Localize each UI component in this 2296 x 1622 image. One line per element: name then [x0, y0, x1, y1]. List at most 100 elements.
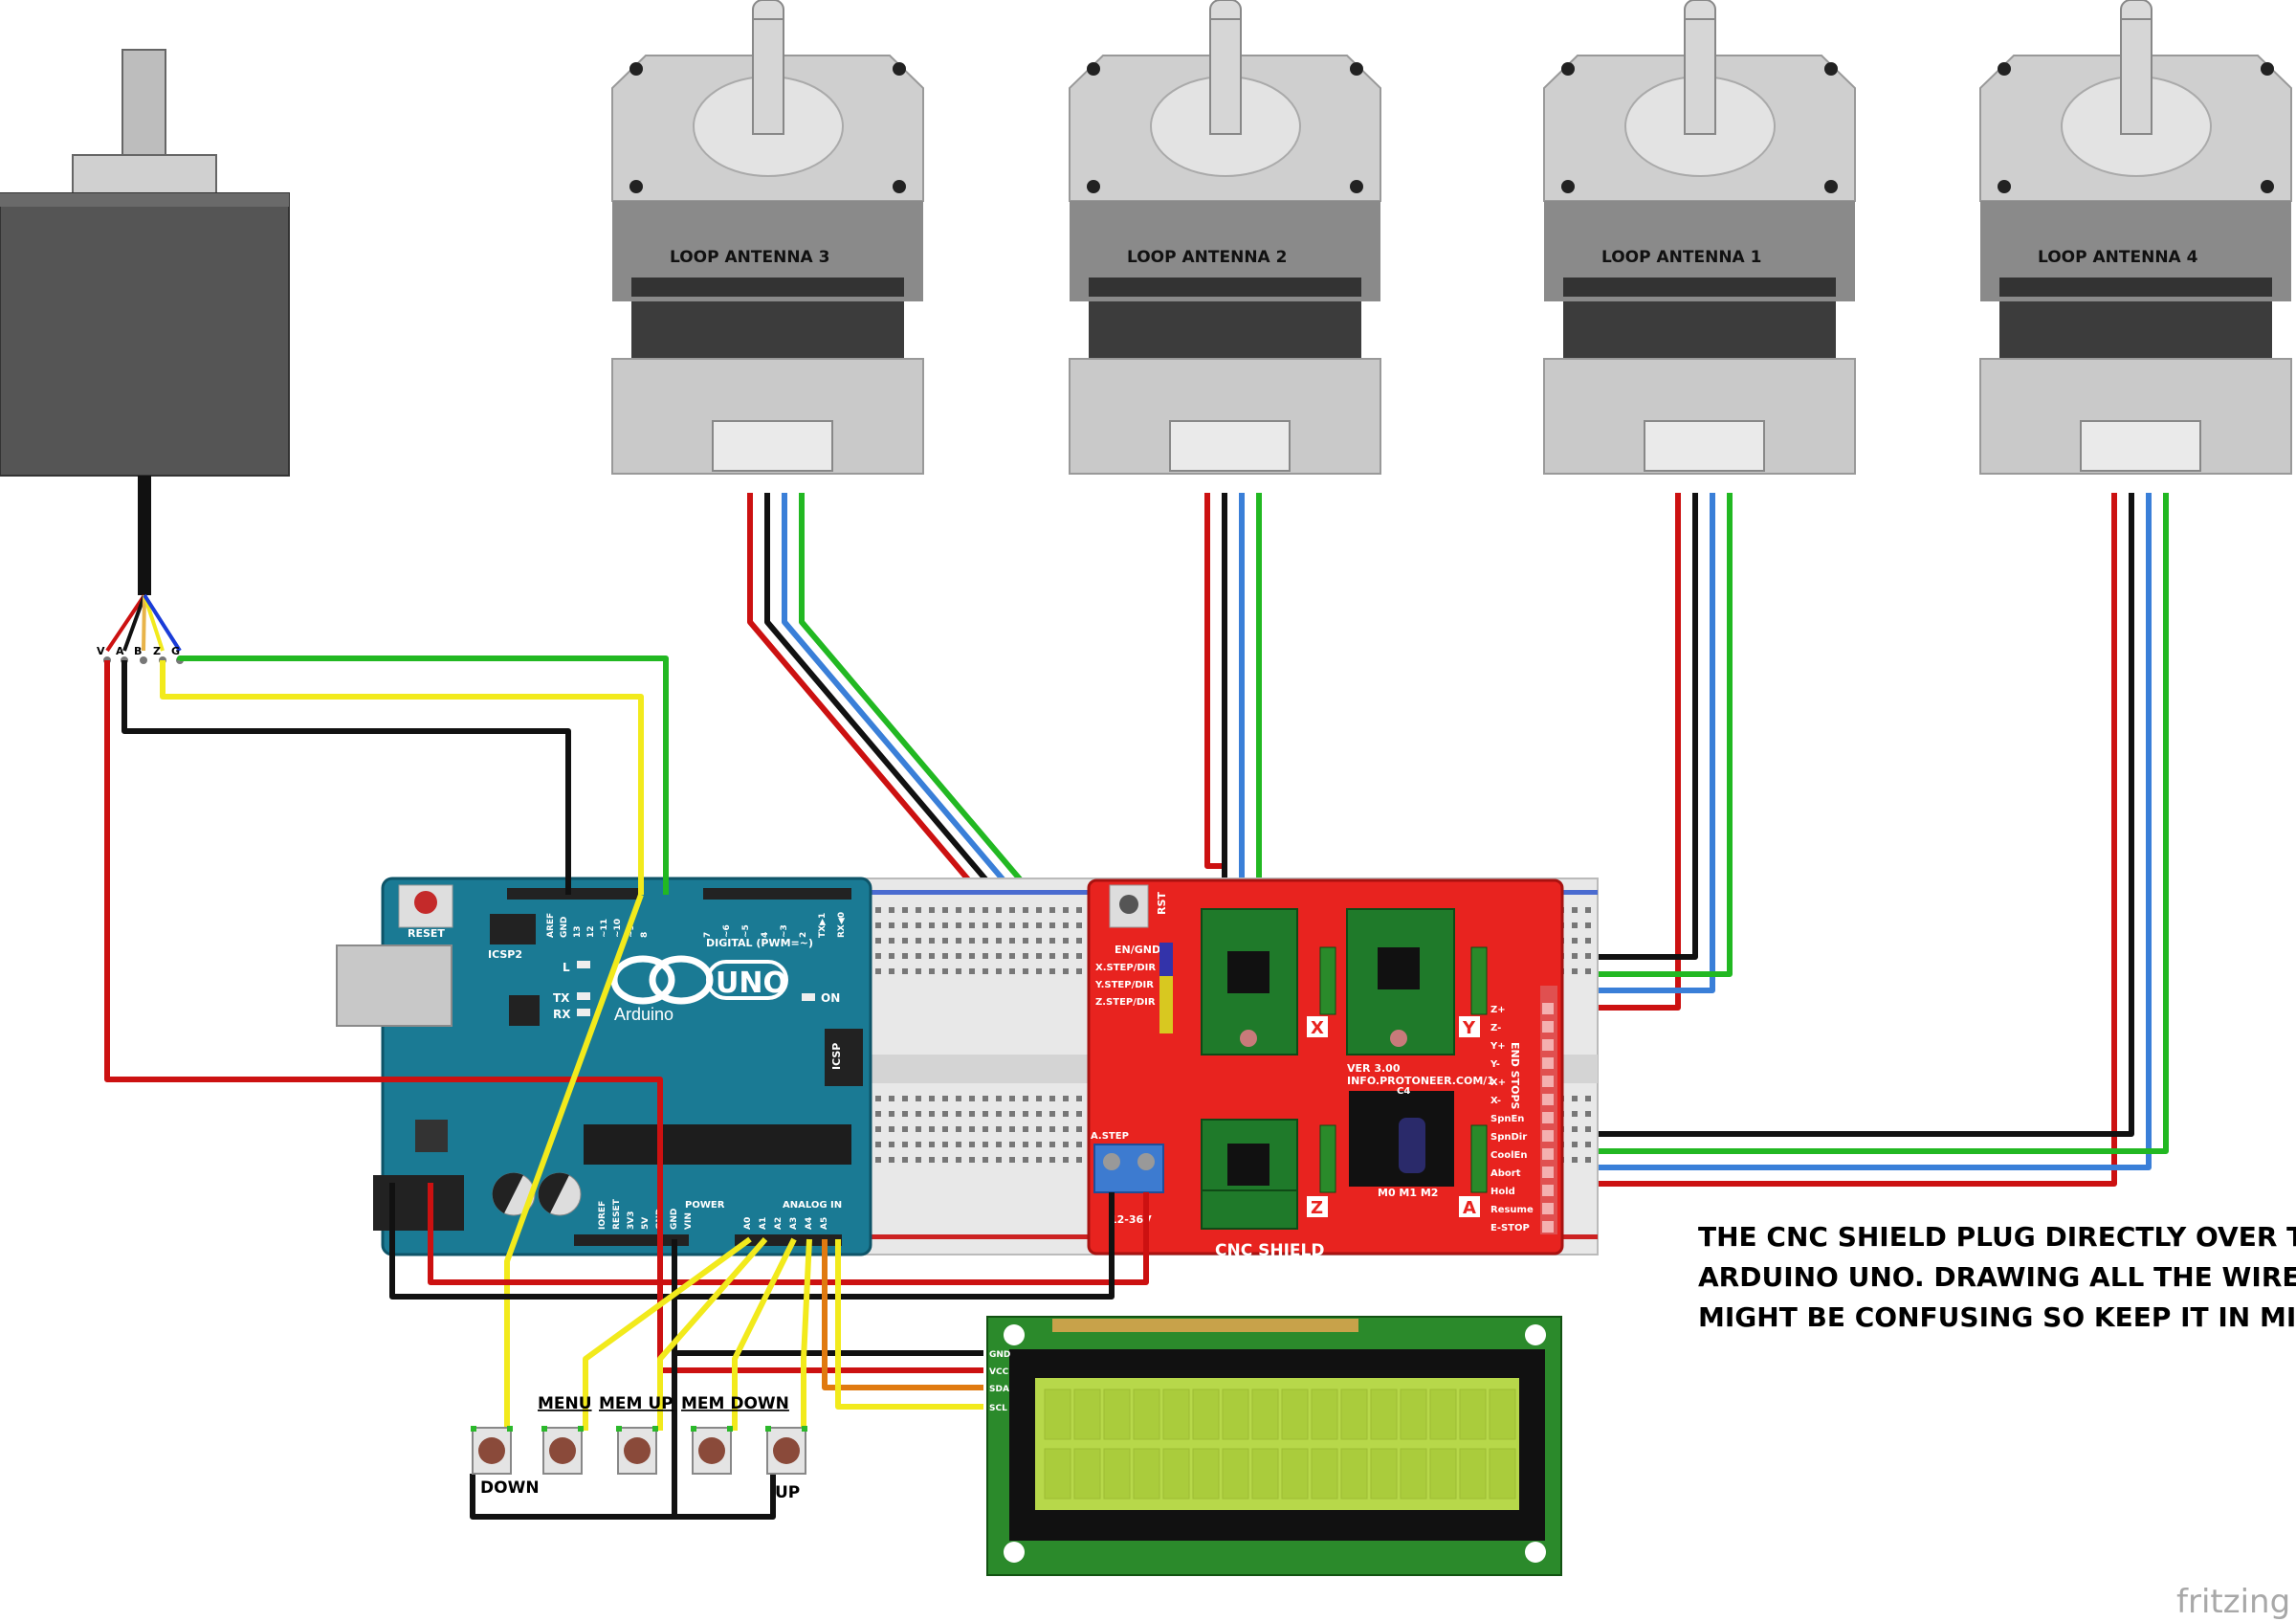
axis-label: A	[1463, 1198, 1476, 1218]
arduino-pin-label: RESET	[612, 1198, 622, 1230]
arduino-pin-label: 3V3	[627, 1211, 636, 1231]
uno-logo: UNO	[716, 967, 787, 1000]
power-in-label: 12-36V	[1110, 1213, 1152, 1226]
motor-label: LOOP ANTENNA 4	[2038, 248, 2198, 267]
cnc-pin-label: E-STOP	[1490, 1223, 1530, 1233]
cnc-pin-label: Z-	[1490, 1023, 1501, 1033]
en-gnd-label: EN/GND	[1115, 944, 1160, 956]
stepper-motor: LOOP ANTENNA 3	[611, 0, 924, 475]
note-line: ARDUINO UNO. DRAWING ALL THE WIRES	[1698, 1261, 2296, 1293]
cnc-pin-label: Z+	[1490, 1005, 1506, 1015]
instruction-note: THE CNC SHIELD PLUG DIRECTLY OVER THE AR…	[1698, 1217, 2296, 1338]
lcd-module: GND VCC SDA SCL	[986, 1316, 1562, 1576]
encoder-pin-label: A	[116, 645, 124, 657]
encoder-motor: V A B Z G	[0, 49, 290, 664]
cnc-shield: RST EN/GND X.STEP/DIR Y.STEP/DIR Z.STEP/…	[1087, 878, 1564, 1260]
arduino-pin-label: ~10	[613, 919, 623, 938]
encoder-pin-label: Z	[153, 645, 161, 657]
c4-label: C4	[1397, 1086, 1410, 1097]
fritzing-watermark: fritzing	[2176, 1583, 2290, 1621]
icsp-label: ICSP	[830, 1043, 843, 1070]
arduino-pin-label: A1	[759, 1217, 768, 1230]
control-wires	[104, 655, 1149, 1520]
motor-label: LOOP ANTENNA 1	[1601, 248, 1761, 267]
push-buttons: DOWN MENU MEM UP MEM DOWN UP	[471, 1394, 807, 1502]
step-dir-label: Z.STEP/DIR	[1095, 997, 1156, 1008]
stepper-driver-y	[1346, 908, 1455, 1055]
cnc-pin-label: SpnDir	[1490, 1132, 1527, 1143]
power-label: POWER	[685, 1200, 725, 1211]
stepper-driver-a	[1201, 1189, 1298, 1230]
arduino-brand: Arduino	[614, 1005, 673, 1024]
arduino-pin-label: 13	[573, 925, 583, 938]
stepper-driver-x	[1201, 908, 1298, 1055]
arduino-pin-label: A0	[743, 1217, 753, 1230]
arduino-pin-label: AREF	[546, 913, 556, 938]
arduino-pin-label: ~9	[627, 924, 636, 938]
note-line: MIGHT BE CONFUSING SO KEEP IT IN MIND.	[1698, 1301, 2296, 1333]
axis-label: Y	[1462, 1018, 1476, 1038]
jumpers-label: M0 M1 M2	[1378, 1187, 1438, 1199]
note-line: THE CNC SHIELD PLUG DIRECTLY OVER THE	[1698, 1221, 2296, 1253]
arduino-pin-label: GND	[670, 1209, 679, 1230]
end-stops-label: END STOPS	[1509, 1042, 1521, 1110]
arduino-pin-label: 7	[703, 932, 713, 938]
cnc-pin-label: Resume	[1490, 1205, 1534, 1215]
push-button[interactable]: DOWN	[471, 1426, 540, 1498]
led-l-label: L	[563, 961, 570, 974]
arduino-pin-label: RX◀0	[837, 912, 847, 938]
button-label: MEM UP	[599, 1394, 673, 1413]
motor-label: LOOP ANTENNA 2	[1127, 248, 1287, 267]
lcd-pin-label: GND	[989, 1350, 1010, 1360]
arduino-pin-label: ~3	[780, 924, 789, 938]
push-button[interactable]: MEM DOWN	[681, 1394, 789, 1475]
on-label: ON	[821, 991, 840, 1005]
lcd-pin-label: SDA	[989, 1385, 1009, 1394]
digital-label: DIGITAL (PWM=~)	[706, 937, 813, 949]
arduino-pin-label: ~5	[741, 924, 751, 938]
arduino-pin-label: 8	[640, 932, 650, 938]
cnc-pin-label: X+	[1490, 1078, 1506, 1088]
analog-label: ANALOG IN	[783, 1200, 842, 1211]
arduino-pin-label: A3	[789, 1217, 799, 1230]
lcd-pin-label: VCC	[989, 1367, 1009, 1377]
button-label: MEM DOWN	[681, 1394, 789, 1413]
stepper-motor: LOOP ANTENNA 4	[1979, 0, 2292, 475]
arduino-pin-label: A5	[820, 1217, 829, 1230]
a-step-label: A.STEP	[1091, 1131, 1129, 1142]
button-label: DOWN	[480, 1478, 540, 1498]
encoder-pin-label: V	[97, 645, 105, 657]
tx-label: TX	[553, 991, 570, 1005]
arduino-pin-label: 2	[799, 932, 808, 938]
url-label: INFO.PROTONEER.COM/1	[1347, 1075, 1494, 1087]
axis-label: Z	[1311, 1198, 1323, 1218]
cnc-pin-label: Abort	[1490, 1168, 1521, 1179]
cnc-pin-label: X-	[1490, 1096, 1501, 1106]
cnc-shield-title: CNC SHIELD	[1215, 1241, 1324, 1260]
button-label: MENU	[538, 1394, 592, 1413]
arduino-pin-label: 5V	[641, 1217, 651, 1230]
arduino-pin-label: A2	[774, 1217, 784, 1230]
arduino-pin-label: VIN	[684, 1212, 694, 1230]
cnc-pin-label: CoolEn	[1490, 1150, 1527, 1161]
push-button[interactable]: MEM UP	[599, 1394, 673, 1475]
cnc-pin-label: SpnEn	[1490, 1114, 1524, 1124]
encoder-pin-label: B	[134, 645, 142, 657]
stepper-motor: LOOP ANTENNA 1	[1543, 0, 1856, 475]
arduino-pin-label: GND	[560, 917, 569, 938]
arduino-pin-label: IOREF	[598, 1201, 607, 1230]
motor-label: LOOP ANTENNA 3	[670, 248, 829, 267]
cnc-pin-label: Y-	[1490, 1059, 1500, 1070]
arduino-pin-label: TX▶1	[818, 913, 828, 938]
axis-label: X	[1311, 1018, 1324, 1038]
push-button[interactable]: MENU	[538, 1394, 592, 1475]
cnc-pin-label: Hold	[1490, 1187, 1515, 1197]
arduino-pin-label: ~6	[722, 924, 732, 938]
arduino-pin-label: 12	[586, 925, 596, 938]
step-dir-label: Y.STEP/DIR	[1094, 980, 1154, 990]
arduino-pin-label: A4	[805, 1217, 814, 1230]
lcd-pin-label: SCL	[989, 1404, 1007, 1413]
stepper-motors: LOOP ANTENNA 3 LOOP ANTENNA 2 LOOP ANTENNA…	[611, 0, 2292, 475]
push-button[interactable]: UP	[765, 1426, 807, 1502]
